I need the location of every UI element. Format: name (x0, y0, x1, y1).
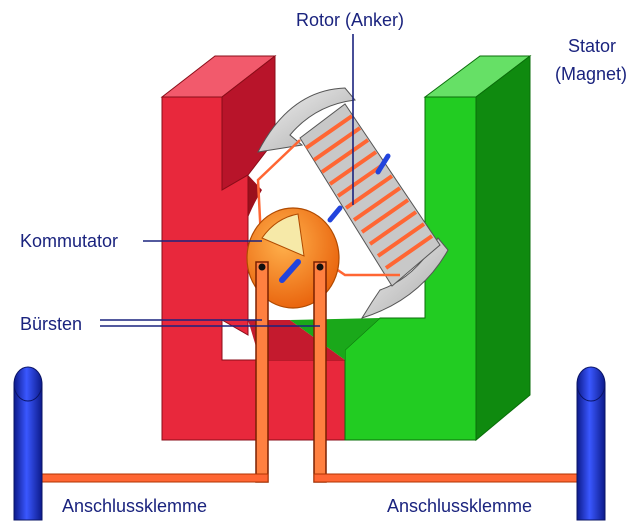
label-terminal-right: Anschlussklemme (387, 496, 532, 516)
brush-right (314, 262, 326, 482)
wire-left (38, 474, 268, 482)
terminal-left (14, 367, 42, 520)
label-stator-line2: (Magnet) (555, 64, 627, 84)
label-terminal-left: Anschlussklemme (62, 496, 207, 516)
stator-green-side-face (476, 56, 530, 440)
terminal-left-cap (14, 367, 42, 401)
terminal-right-cap (577, 367, 605, 401)
label-commutator: Kommutator (20, 231, 118, 251)
terminal-left-post (14, 384, 42, 520)
label-brushes: Bürsten (20, 314, 82, 334)
terminal-right (577, 367, 605, 520)
rotor-shaft-segment-mid (330, 208, 340, 220)
terminal-right-post (577, 384, 605, 520)
wire-right (314, 474, 594, 482)
brush-contact-left (259, 264, 266, 271)
brush-left (256, 262, 268, 482)
connection-wires (38, 474, 594, 482)
label-rotor: Rotor (Anker) (296, 10, 404, 30)
brush-contact-right (317, 264, 324, 271)
label-stator-line1: Stator (568, 36, 616, 56)
